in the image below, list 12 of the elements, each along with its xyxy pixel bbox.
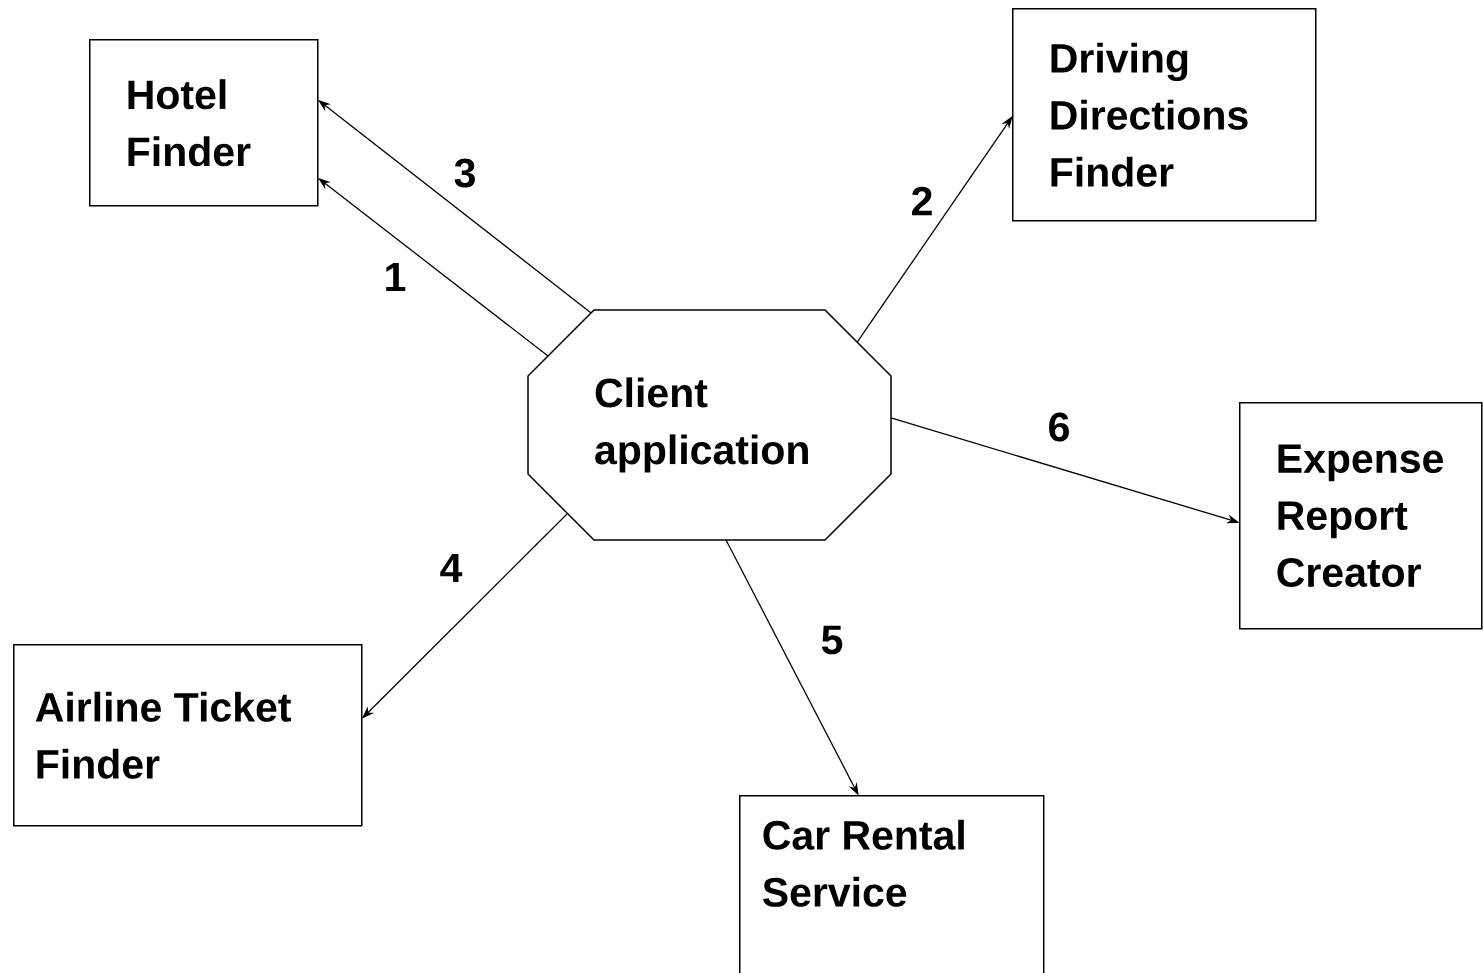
process-box: Driving Directions Finder: [1012, 8, 1317, 222]
edge-label: 1: [382, 261, 408, 293]
edge-label: 6: [1046, 411, 1072, 443]
process-box: Airline Ticket Finder: [13, 644, 363, 827]
edge-label: 3: [452, 157, 478, 189]
octagon-node: Client application: [527, 309, 892, 541]
edge-label: 4: [438, 552, 464, 584]
process-box: Hotel Finder: [89, 39, 319, 207]
process-box: Car Rental Service: [739, 795, 1045, 973]
edge-label: 2: [909, 185, 935, 217]
process-box: Expense Report Creator: [1239, 402, 1483, 630]
edge-label: 5: [819, 624, 845, 656]
